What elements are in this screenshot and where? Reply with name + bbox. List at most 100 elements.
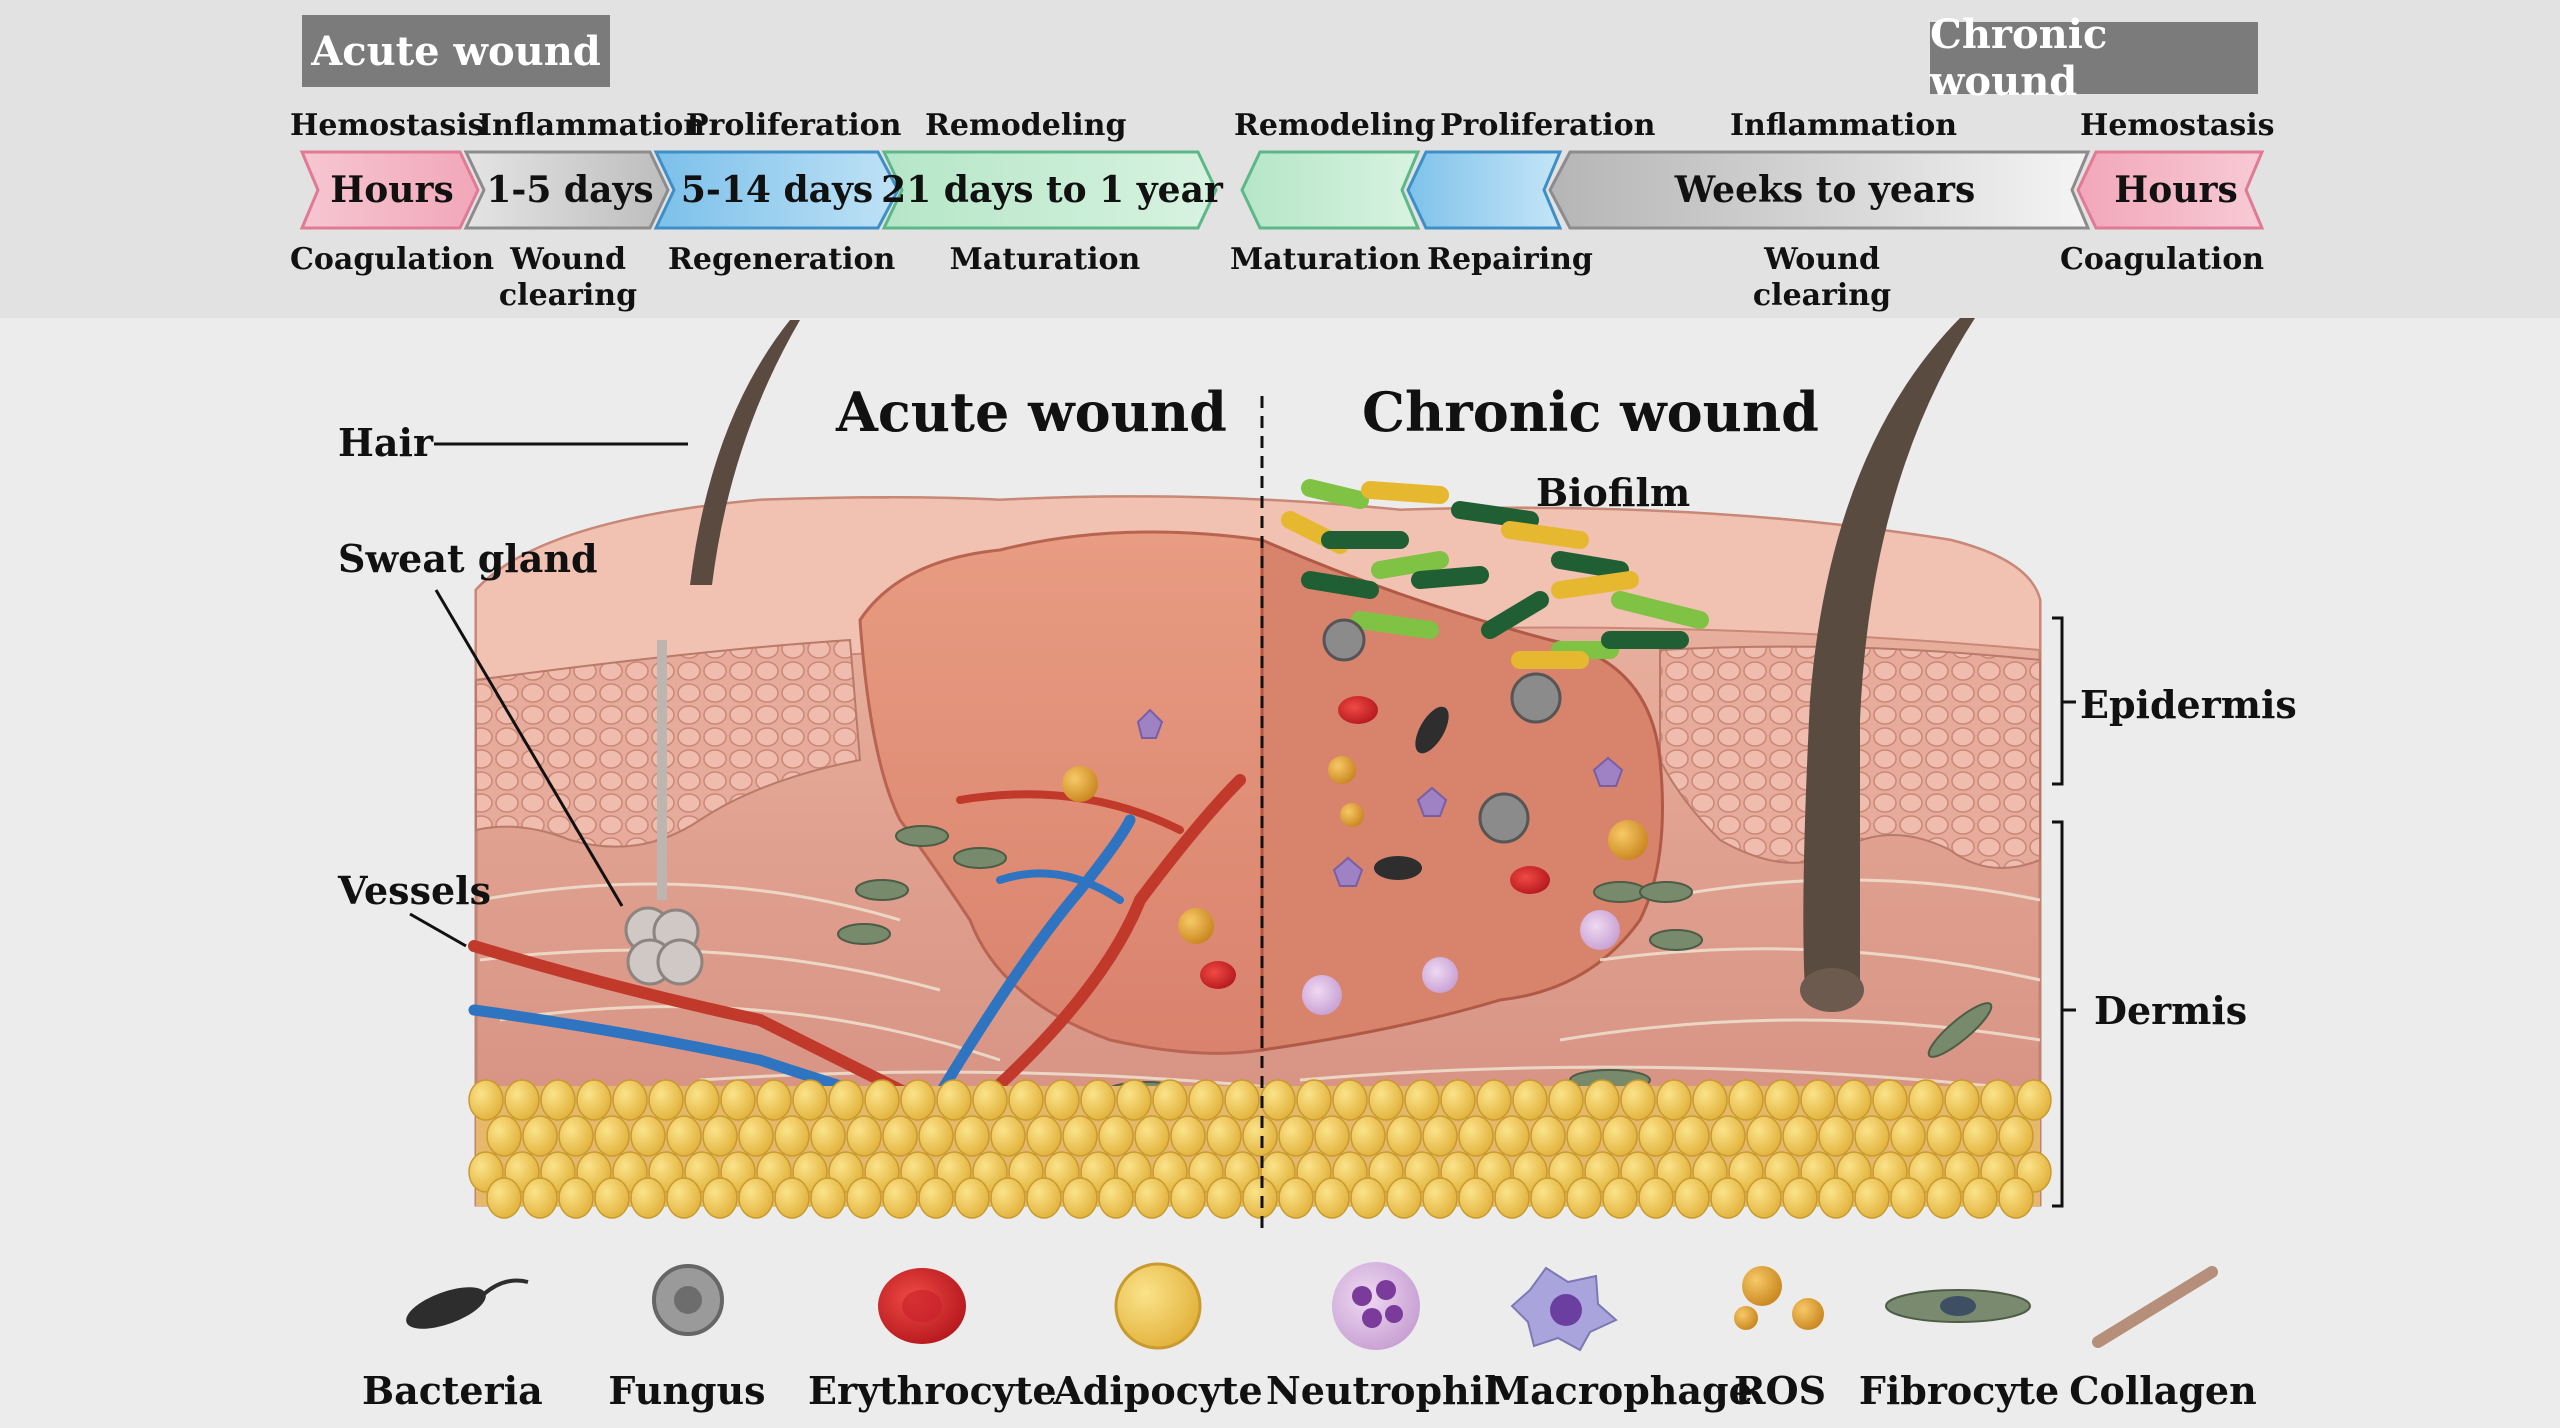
adipocyte xyxy=(1566,1115,1602,1157)
adipocyte xyxy=(792,1079,828,1121)
adipocyte xyxy=(1314,1177,1350,1219)
adipocyte xyxy=(558,1115,594,1157)
adipocyte xyxy=(540,1079,576,1121)
wound-cells xyxy=(1062,618,1648,1015)
adipocyte xyxy=(1422,1115,1458,1157)
adipocyte xyxy=(954,1115,990,1157)
chevron-proliferation-acute xyxy=(653,150,900,230)
bacteria-icon xyxy=(406,1278,529,1329)
epidermis-bracket xyxy=(2052,616,2076,786)
adipocyte xyxy=(594,1177,630,1219)
chevron-inflammation-acute xyxy=(463,150,670,230)
adipocyte xyxy=(1926,1177,1962,1219)
adipocyte xyxy=(1044,1079,1080,1121)
adipocyte xyxy=(612,1079,648,1121)
chronic-process: Coagulation xyxy=(2060,242,2265,277)
adipocyte xyxy=(720,1079,756,1121)
adipocyte xyxy=(1530,1115,1566,1157)
neutrophil-icon xyxy=(1332,1262,1420,1350)
adipocyte xyxy=(666,1115,702,1157)
adipocyte xyxy=(486,1177,522,1219)
legend-label-ros: ROS xyxy=(1733,1368,1827,1413)
adipocyte xyxy=(1530,1177,1566,1219)
adipocyte xyxy=(558,1177,594,1219)
hair-label: Hair xyxy=(338,420,433,465)
adipocyte xyxy=(1962,1177,1998,1219)
adipocyte xyxy=(1026,1115,1062,1157)
chronic-phase-name: Inflammation xyxy=(1730,108,1958,143)
adipocyte xyxy=(1548,1079,1584,1121)
adipocyte xyxy=(1368,1079,1404,1121)
adipocyte xyxy=(648,1079,684,1121)
adipocyte xyxy=(1818,1177,1854,1219)
adipocyte xyxy=(1800,1079,1836,1121)
hair-acute xyxy=(690,320,800,585)
adipocyte xyxy=(1602,1177,1638,1219)
adipocyte xyxy=(1710,1115,1746,1157)
adipocyte xyxy=(594,1115,630,1157)
adipocyte xyxy=(1710,1177,1746,1219)
adipocyte xyxy=(1890,1177,1926,1219)
ros-icon xyxy=(1734,1266,1824,1330)
adipocyte xyxy=(1692,1079,1728,1121)
acute-wound-header: Acute wound xyxy=(302,15,610,87)
adipocyte xyxy=(1836,1079,1872,1121)
adipocyte xyxy=(630,1115,666,1157)
legend-label-erythrocyte: Erythrocyte xyxy=(808,1368,1057,1413)
adipocyte xyxy=(972,1079,1008,1121)
chronic-phase-name: Hemostasis xyxy=(2080,108,2275,143)
adipocyte xyxy=(666,1177,702,1219)
adipocyte xyxy=(1458,1115,1494,1157)
adipocyte xyxy=(1404,1079,1440,1121)
dermis-label: Dermis xyxy=(2094,988,2248,1033)
legend-label-bacteria: Bacteria xyxy=(362,1368,543,1413)
adipocyte xyxy=(684,1079,720,1121)
fungus-icon xyxy=(652,1264,724,1336)
macrophage-icon xyxy=(1510,1266,1618,1352)
adipocyte xyxy=(1872,1079,1908,1121)
adipocyte xyxy=(1620,1079,1656,1121)
adipocyte xyxy=(882,1177,918,1219)
adipocyte xyxy=(468,1079,504,1121)
adipocyte xyxy=(738,1177,774,1219)
adipocyte xyxy=(954,1177,990,1219)
sweat-gland-pointer xyxy=(434,589,624,907)
chevron-inflammation-chronic xyxy=(1548,150,2091,230)
sweat-gland-label: Sweat gland xyxy=(338,536,598,581)
adipocyte xyxy=(1098,1177,1134,1219)
acute-process: Regeneration xyxy=(668,242,896,277)
acute-phase-name: Inflammation xyxy=(478,108,706,143)
adipocyte xyxy=(1242,1177,1278,1219)
legend-label-fibrocyte: Fibrocyte xyxy=(1858,1368,2060,1413)
adipocyte xyxy=(1206,1177,1242,1219)
adipocyte xyxy=(1728,1079,1764,1121)
chronic-phase-name: Remodeling xyxy=(1234,108,1436,143)
adipocyte xyxy=(1674,1177,1710,1219)
collagen-icon xyxy=(2092,1266,2218,1348)
legend-label-neutrophil: Neutrophil xyxy=(1266,1368,1499,1413)
chevron-remodeling-acute xyxy=(881,150,1218,230)
adipocyte xyxy=(1332,1079,1368,1121)
chevron-hemostasis-acute xyxy=(299,150,480,230)
adipocyte xyxy=(1296,1079,1332,1121)
vessels-label: Vessels xyxy=(338,868,491,913)
adipocyte xyxy=(1422,1177,1458,1219)
acute-duration: Hours xyxy=(330,169,454,211)
adipocyte xyxy=(1944,1079,1980,1121)
acute-phase-name: Hemostasis xyxy=(290,108,485,143)
adipocyte xyxy=(1224,1079,1260,1121)
adipocyte xyxy=(1458,1177,1494,1219)
biofilm-cluster xyxy=(1281,479,1709,669)
acute-duration: 21 days to 1 year xyxy=(881,169,1223,211)
adipocyte xyxy=(1170,1115,1206,1157)
adipocyte xyxy=(1998,1115,2034,1157)
adipocyte xyxy=(522,1115,558,1157)
adipocyte xyxy=(1152,1079,1188,1121)
adipocyte xyxy=(1746,1115,1782,1157)
adipocyte xyxy=(1746,1177,1782,1219)
chronic-wound-title: Chronic wound xyxy=(1362,380,1819,444)
adipocyte xyxy=(828,1079,864,1121)
adipocyte xyxy=(1476,1079,1512,1121)
adipocyte xyxy=(1584,1079,1620,1121)
